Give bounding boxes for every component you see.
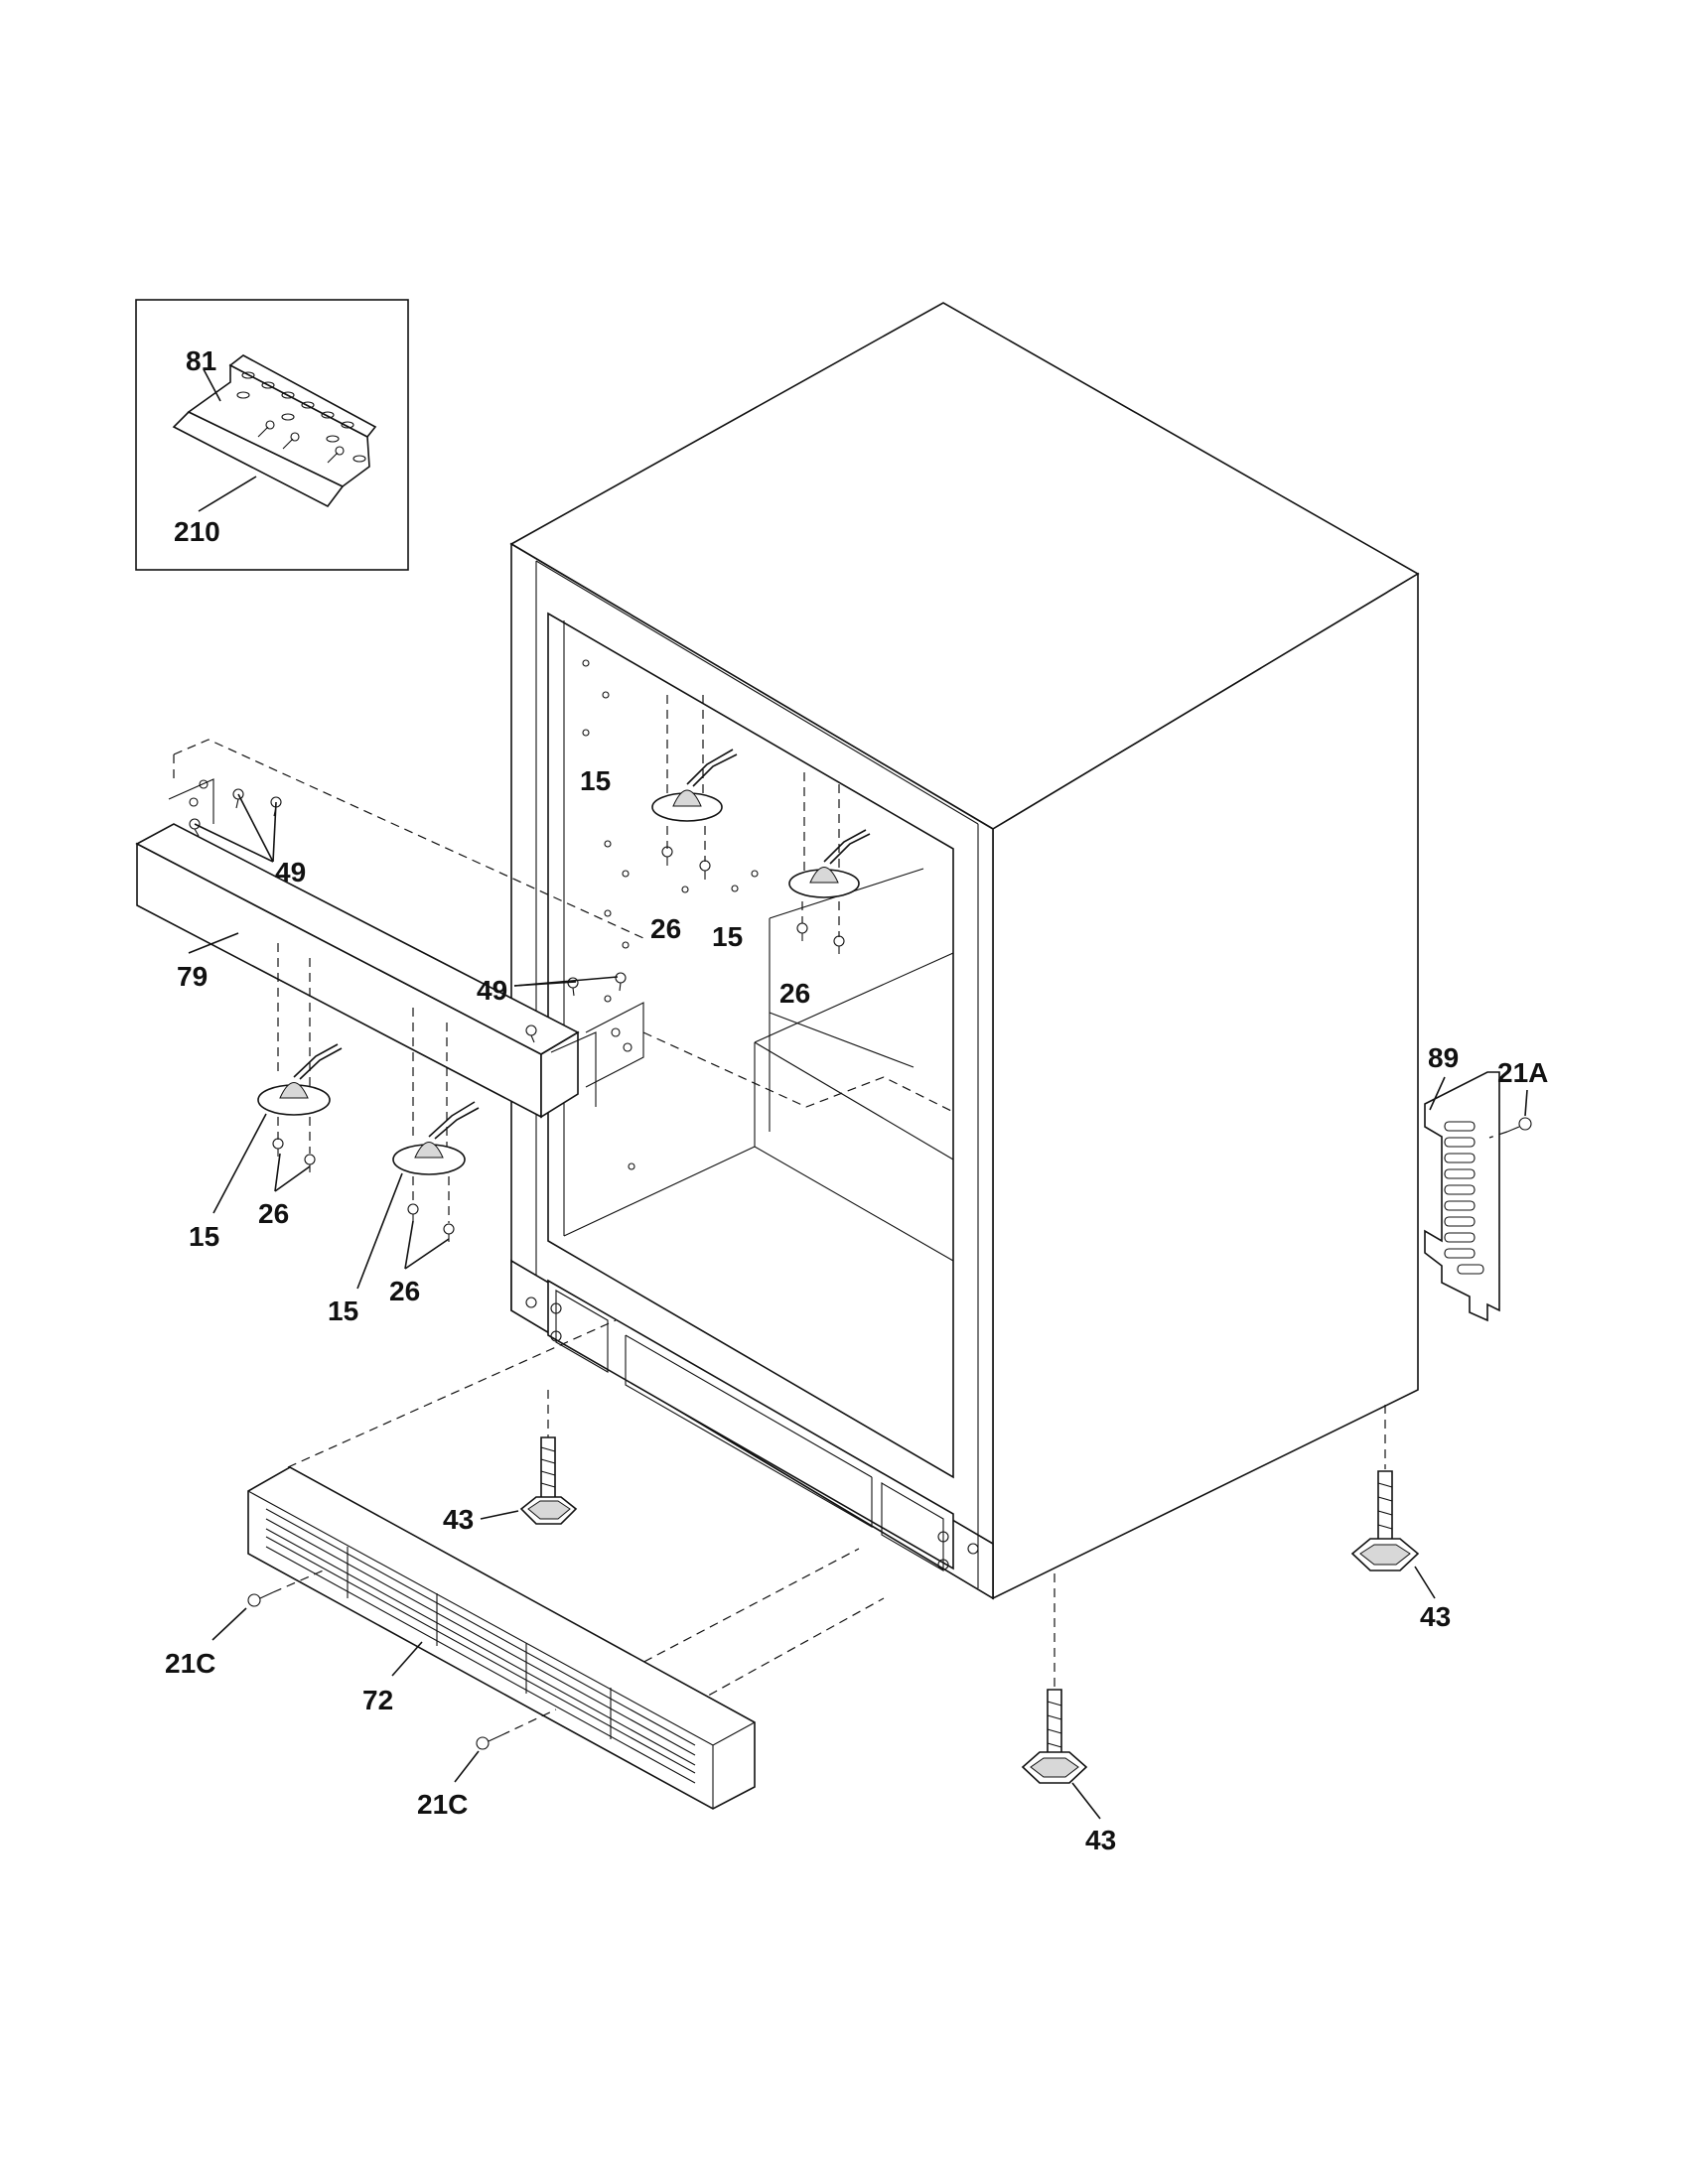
leveling-leg-left	[480, 1390, 578, 1525]
callout-21C-left: 21C	[165, 1648, 215, 1679]
callout-210: 210	[174, 516, 220, 547]
callout-26-lowmid: 26	[389, 1276, 420, 1306]
callout-21A: 21A	[1497, 1057, 1548, 1088]
callout-26-top: 26	[650, 913, 681, 944]
callout-43-left: 43	[443, 1504, 474, 1535]
callout-49-left: 49	[275, 857, 306, 887]
callout-21C-bottom: 21C	[417, 1789, 468, 1820]
inset-bracket-box	[135, 299, 409, 571]
callout-49-right: 49	[477, 975, 507, 1006]
callout-81: 81	[186, 345, 216, 376]
callout-43-right: 43	[1420, 1601, 1451, 1632]
rear-panel-89	[1424, 1071, 1532, 1322]
heater-mid	[788, 772, 871, 954]
heater-lowleft	[212, 943, 343, 1214]
leveling-leg-bottom	[1021, 1573, 1101, 1820]
callout-labels: 81 210 15 26 15 26 49 79 49 89 21A 15 26…	[165, 345, 1548, 1855]
heater-lowmid	[356, 1008, 480, 1290]
callout-72: 72	[362, 1685, 393, 1715]
callout-15-top: 15	[580, 765, 611, 796]
callout-43-bottom: 43	[1085, 1825, 1116, 1855]
cabinet-body	[509, 302, 1420, 1600]
callout-26-mid: 26	[779, 978, 810, 1009]
heater-top	[651, 695, 738, 880]
callout-26-lowleft: 26	[258, 1198, 289, 1229]
callout-79: 79	[177, 961, 208, 992]
kick-grille-72	[211, 1319, 885, 1810]
callout-15-lowleft: 15	[189, 1221, 219, 1252]
trim-bar-79	[135, 739, 954, 1119]
callout-15-lowmid: 15	[328, 1296, 358, 1326]
callout-15-mid: 15	[712, 921, 743, 952]
callout-89: 89	[1428, 1042, 1459, 1073]
leveling-leg-right	[1350, 1405, 1436, 1599]
